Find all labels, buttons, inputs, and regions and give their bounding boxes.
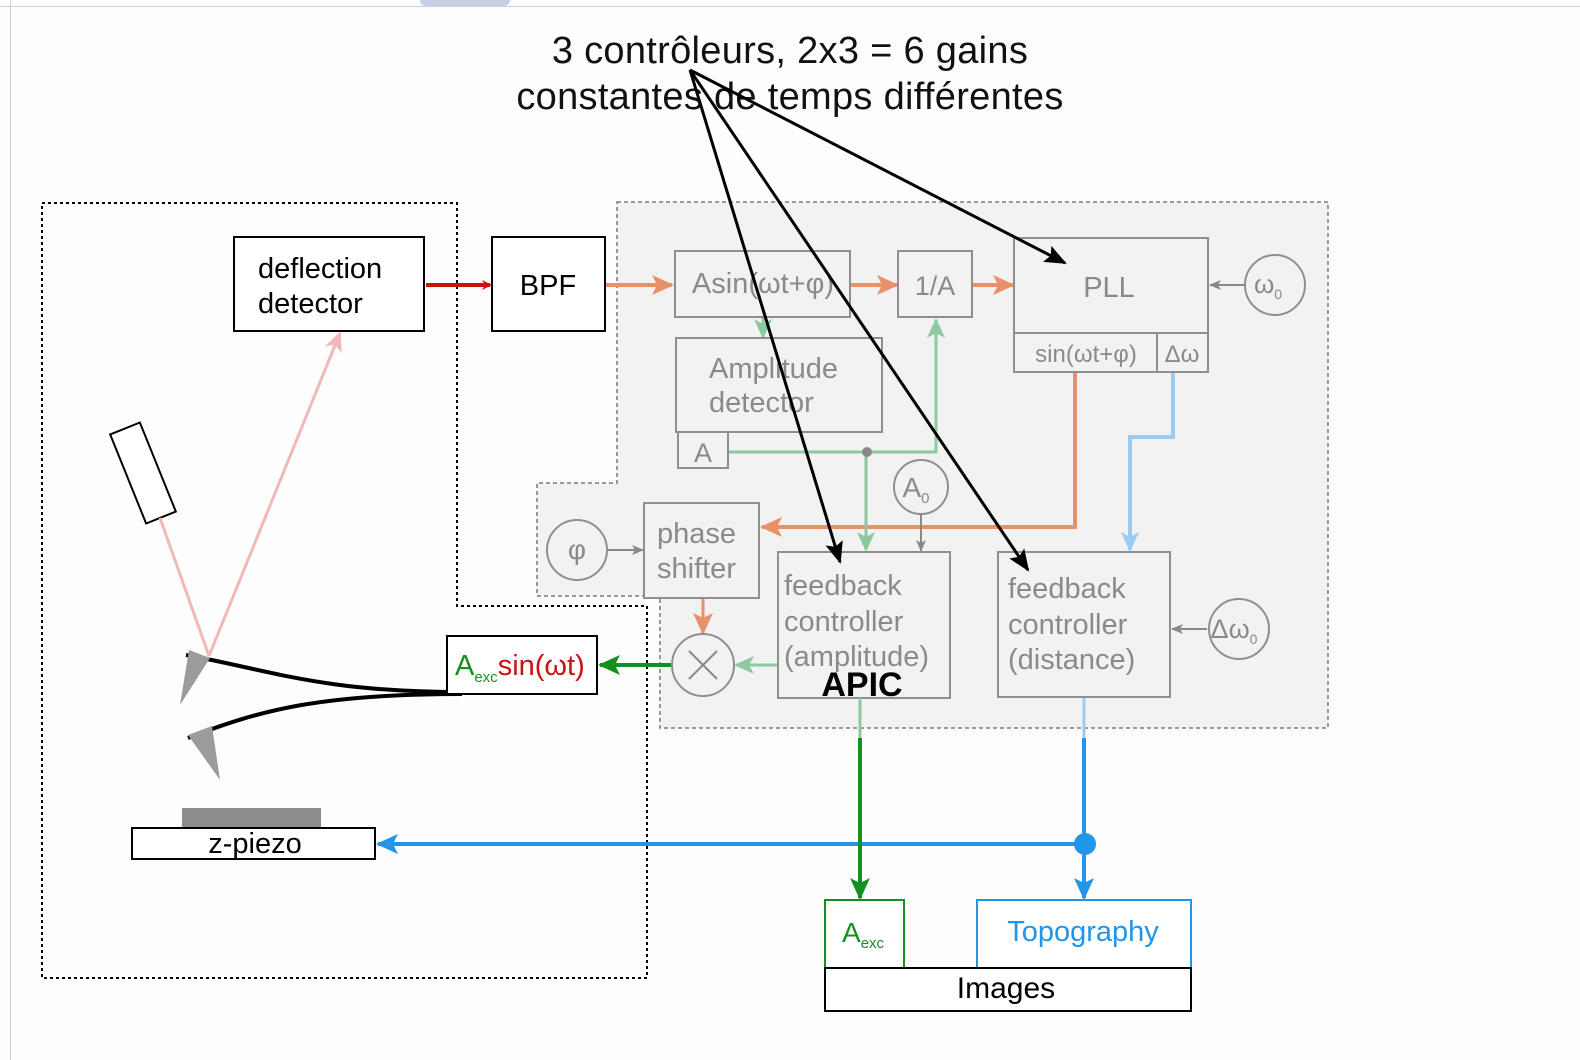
amplitude-output-box bbox=[677, 431, 729, 469]
phase-shifter-label-2: shifter bbox=[657, 553, 736, 585]
apic-label: APIC bbox=[821, 666, 902, 704]
laser-source bbox=[108, 421, 178, 525]
amplitude-detector-box bbox=[675, 337, 883, 433]
microscope-outline bbox=[41, 202, 648, 979]
frame-left-rule bbox=[10, 0, 11, 1060]
arrow-amplitude-to-inva bbox=[729, 318, 945, 454]
a0-label: A0 bbox=[902, 472, 929, 507]
inv-a-label: 1/A bbox=[915, 271, 956, 301]
logo-fragment bbox=[420, 0, 510, 6]
phase-shifter-box bbox=[643, 502, 760, 599]
fb-amplitude-label-3: (amplitude) bbox=[784, 641, 929, 673]
cantilever-upper bbox=[185, 653, 463, 694]
inv-a-box bbox=[897, 250, 973, 318]
tip-lower bbox=[188, 726, 220, 780]
images-box bbox=[824, 967, 1192, 1012]
excitation-label: Aexcsin(ωt) bbox=[455, 650, 585, 686]
amplitude-detector-label-1: Amplitude bbox=[709, 353, 838, 385]
phi-label: φ bbox=[568, 534, 586, 565]
topography-label: Topography bbox=[1007, 916, 1159, 948]
mixer-cross-2 bbox=[688, 650, 718, 680]
amplitude-output-label: A bbox=[694, 438, 712, 468]
sample bbox=[182, 808, 321, 828]
title-line-2: constantes de temps différentes bbox=[516, 76, 1064, 118]
junction-topography bbox=[1074, 833, 1096, 855]
junction-amplitude bbox=[862, 447, 872, 457]
dw0-label: Δω0 bbox=[1211, 614, 1258, 647]
fb-distance-box bbox=[997, 551, 1171, 698]
amplitude-detector-label-2: detector bbox=[709, 387, 814, 419]
phi-circle bbox=[546, 519, 608, 581]
omega0-circle bbox=[1244, 254, 1306, 316]
title-line-1: 3 contrôleurs, 2x3 = 6 gains bbox=[551, 30, 1029, 72]
pll-dw-output: Δω bbox=[1165, 341, 1200, 368]
fb-distance-label-3: (distance) bbox=[1008, 644, 1135, 676]
deflection-detector-label-1: deflection bbox=[258, 253, 382, 285]
excitation-box bbox=[446, 635, 598, 695]
pll-label: PLL bbox=[1083, 272, 1135, 304]
images-label: Images bbox=[957, 972, 1055, 1005]
phase-shifter-label-1: phase bbox=[657, 518, 736, 550]
fb-distance-label-1: feedback bbox=[1008, 573, 1126, 605]
laser-beam-incident bbox=[158, 517, 211, 657]
z-piezo-label: z-piezo bbox=[208, 828, 302, 860]
cantilever-lower bbox=[187, 692, 463, 740]
z-piezo-box bbox=[131, 827, 376, 860]
fb-amplitude-box bbox=[777, 551, 951, 699]
fb-amplitude-label-1: feedback bbox=[784, 570, 902, 602]
deflection-detector-box bbox=[233, 236, 425, 332]
tip-upper bbox=[180, 650, 210, 705]
aexc-image-box bbox=[824, 899, 905, 969]
fb-amplitude-label-2: controller bbox=[784, 606, 904, 638]
omega0-label: ω0 bbox=[1254, 269, 1282, 302]
bpf-label: BPF bbox=[520, 270, 576, 302]
arrow-pll-dw-to-fb-distance bbox=[1121, 373, 1175, 552]
frame-top-rule bbox=[0, 6, 1580, 7]
bpf-box bbox=[491, 236, 606, 332]
annotation-arrow-fb-amplitude bbox=[688, 69, 843, 564]
fb-distance-label-2: controller bbox=[1008, 609, 1128, 641]
pll-sin-output: sin(ωt+φ) bbox=[1035, 341, 1137, 368]
annotation-arrow-pll bbox=[689, 68, 1067, 265]
laser-beam-reflected bbox=[207, 331, 342, 657]
asin-label: Asin(ωt+φ) bbox=[692, 268, 834, 300]
annotation-arrow-fb-distance bbox=[688, 69, 1030, 572]
deflection-detector-label-2: detector bbox=[258, 288, 363, 320]
dw0-circle bbox=[1208, 598, 1270, 660]
aexc-image-label: Aexc bbox=[842, 917, 885, 952]
